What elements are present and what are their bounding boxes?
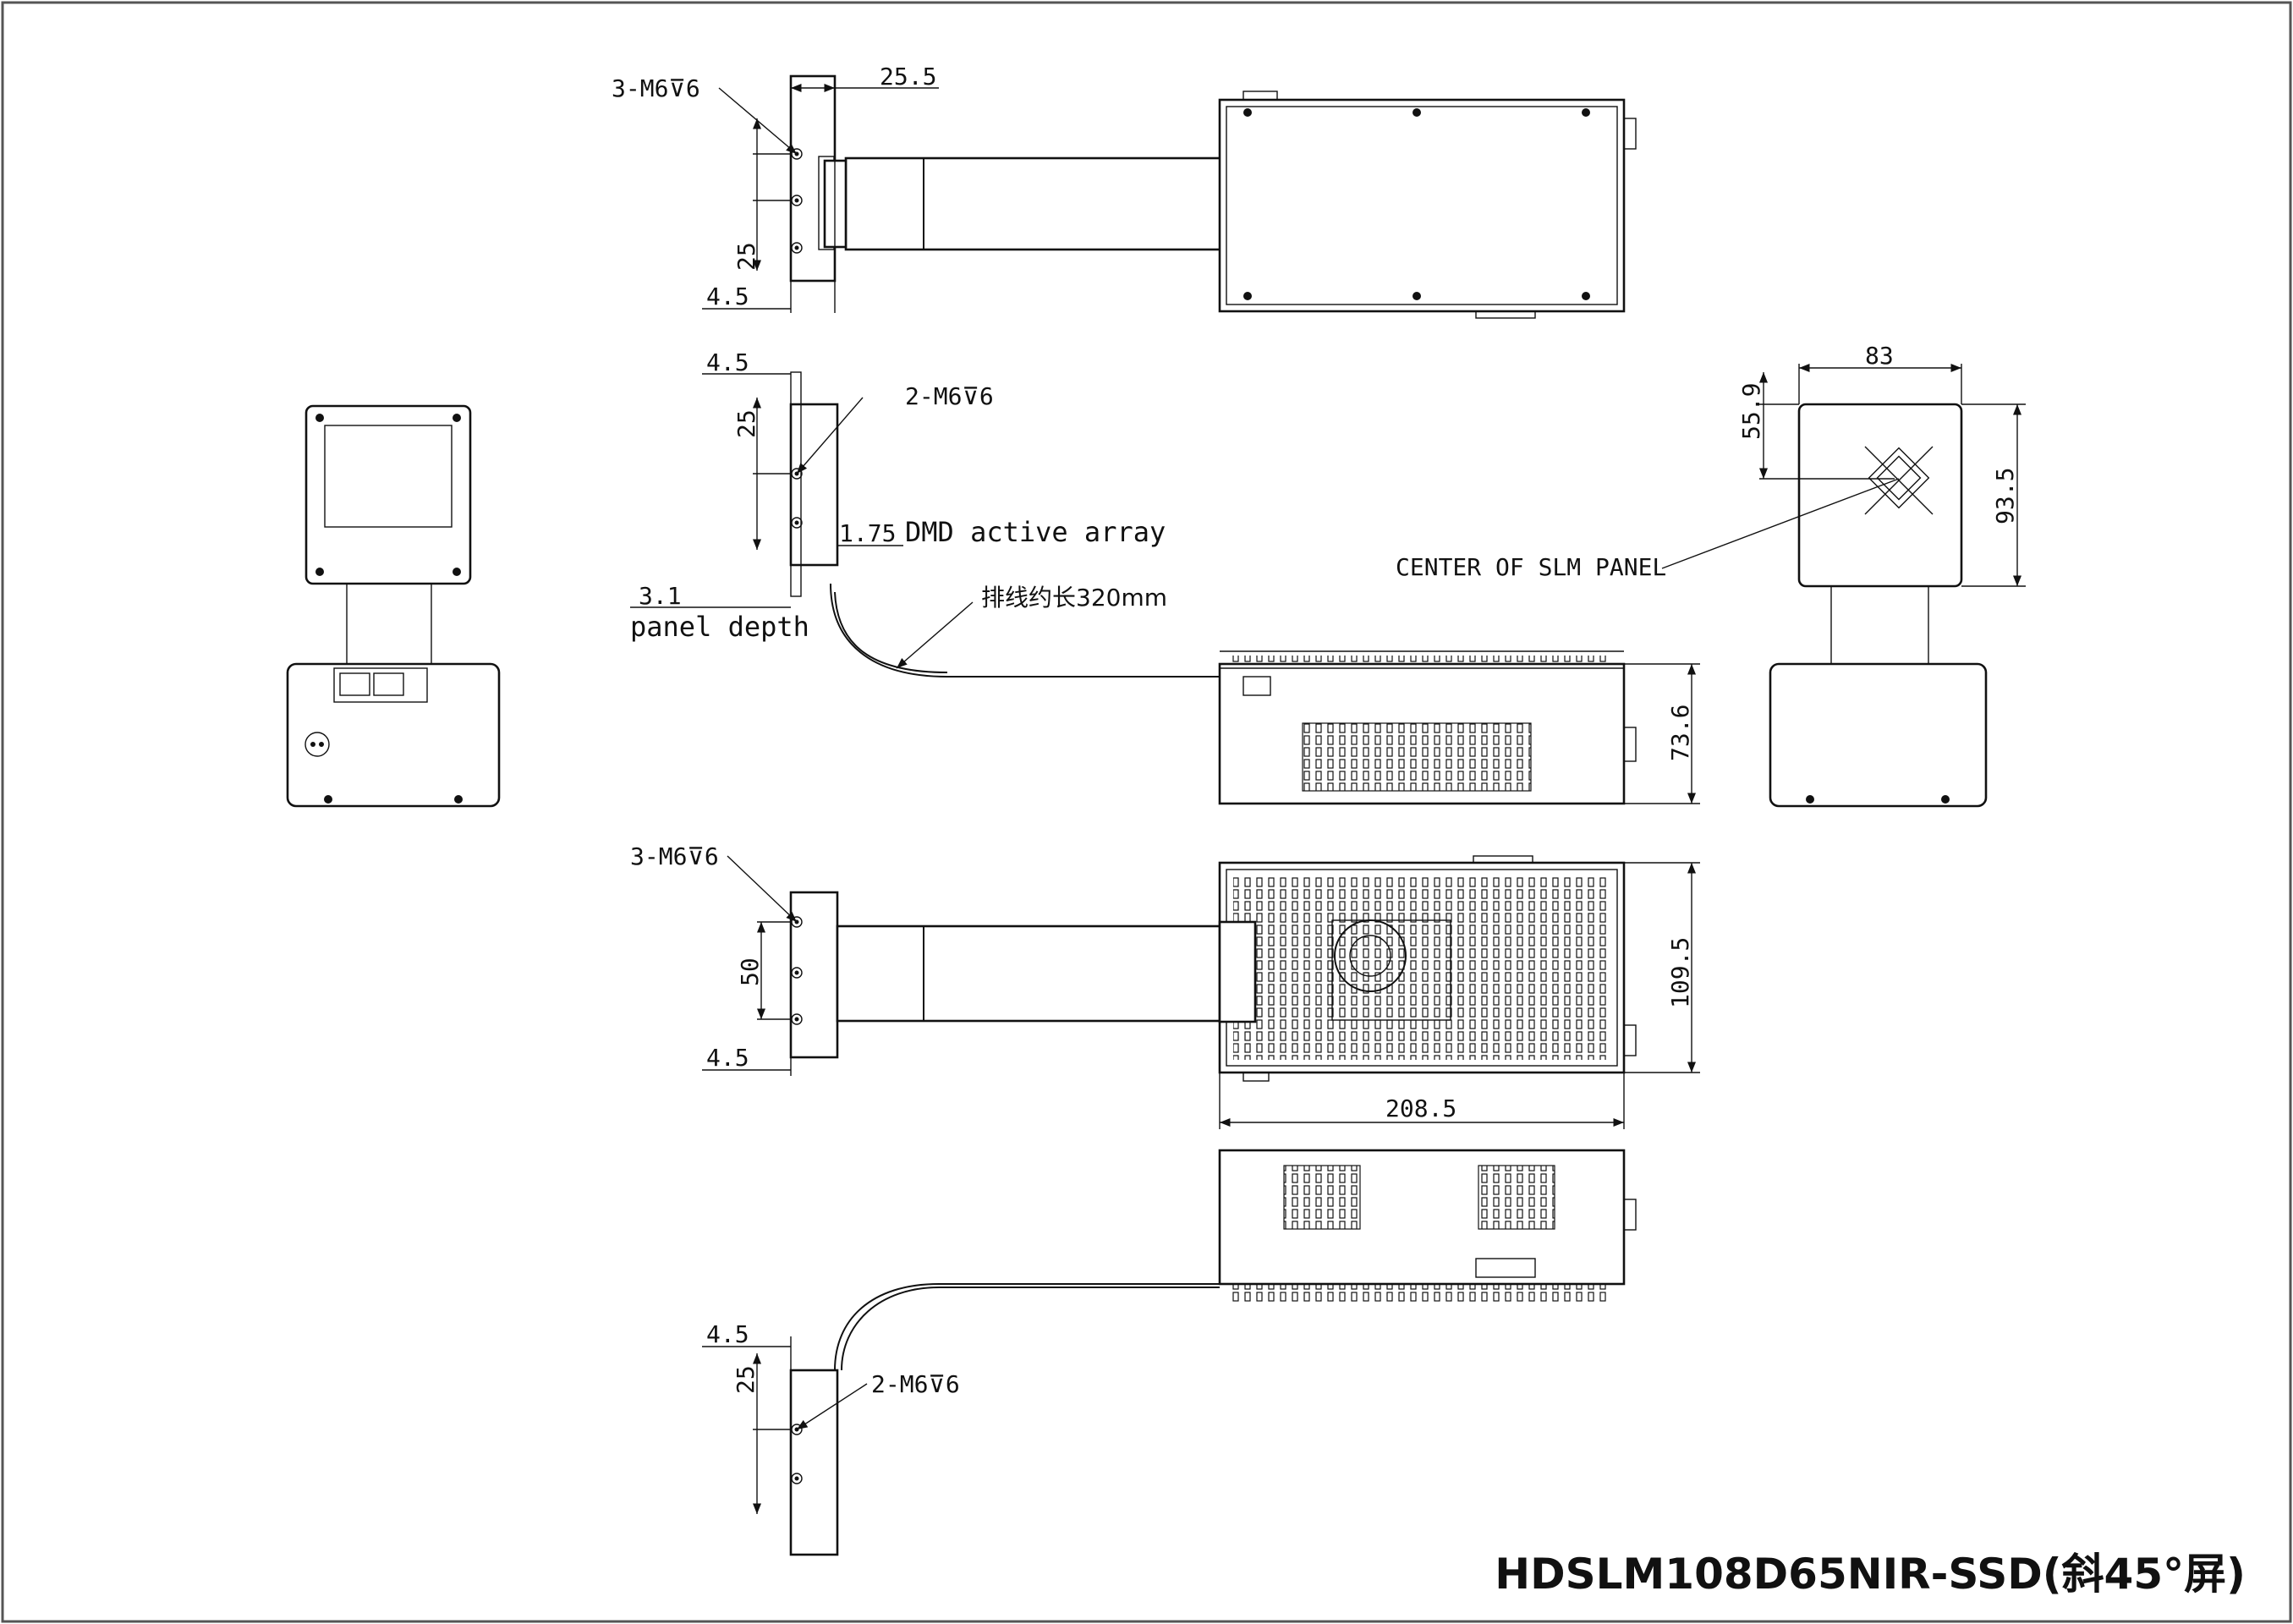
dim-50: 50 <box>736 957 764 986</box>
dim-55-9: 55.9 <box>1737 383 1765 440</box>
dim-73-6: 73.6 <box>1666 705 1694 761</box>
dim-208-5: 208.5 <box>1385 1095 1456 1122</box>
view-side-middle: 4.5 25 2-M6⊽6 1.75 DMD active array 3.1 … <box>630 348 1700 805</box>
dim-83: 83 <box>1865 342 1894 370</box>
dim-93-5: 93.5 <box>1991 468 2019 524</box>
label-dmd-active-array: DMD active array <box>905 516 1166 548</box>
view-rear: 4.5 25 2-M6⊽6 <box>702 1149 1637 1556</box>
label-holes-mid: 2-M6⊽6 <box>905 382 994 410</box>
dim-1-75: 1.75 <box>839 519 896 547</box>
view-right-end: 83 55.9 93.5 CENTER OF SLM PANEL <box>1396 342 2026 808</box>
view-bottom: 50 4.5 3-M6⊽6 109.5 208.5 <box>630 842 1700 1129</box>
label-holes-top: 3-M6⊽6 <box>612 74 700 102</box>
dim-4-5-lower: 4.5 <box>706 1044 749 1072</box>
label-holes-bottom: 2-M6⊽6 <box>871 1370 960 1398</box>
label-panel-depth: panel depth <box>630 611 809 643</box>
label-center-slm-panel: CENTER OF SLM PANEL <box>1396 553 1666 581</box>
dim-3-1: 3.1 <box>639 582 682 610</box>
dim-25-mid: 25 <box>732 409 760 438</box>
label-holes-lower: 3-M6⊽6 <box>630 842 719 870</box>
view-left-end <box>286 404 501 808</box>
dim-25-bottom: 25 <box>732 1365 760 1394</box>
label-cable-length: 排线约长320mm <box>981 584 1167 612</box>
dim-25-top: 25 <box>732 242 760 271</box>
drawing-title: HDSLM108D65NIR-SSD(斜45°屏) <box>1495 1550 2246 1599</box>
side-vents <box>1302 722 1532 792</box>
dim-4-5-top: 4.5 <box>706 283 749 310</box>
dim-25-5: 25.5 <box>880 63 936 91</box>
dim-4-5-bottom: 4.5 <box>706 1320 749 1348</box>
dim-4-5-mid: 4.5 <box>706 348 749 376</box>
dim-109-5: 109.5 <box>1666 937 1694 1008</box>
view-top: 25.5 25 4.5 3-M6⊽6 <box>612 63 1637 319</box>
